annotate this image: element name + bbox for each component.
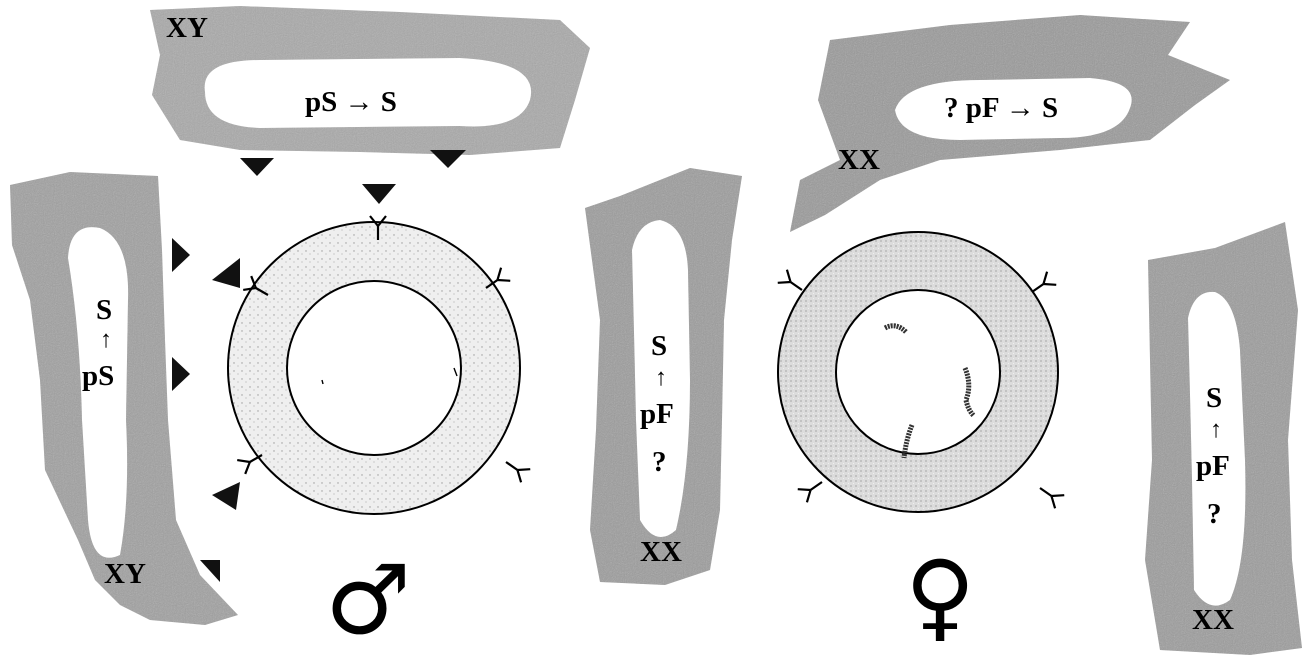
mid-genotype-label: XX bbox=[640, 538, 682, 567]
mid-precursor-label: pF bbox=[640, 400, 674, 429]
male-top-genotype-label: XY bbox=[166, 14, 208, 43]
right-question-label: ? bbox=[1207, 500, 1222, 529]
mid-question-label: ? bbox=[652, 448, 667, 477]
male-left-precursor-label: pS bbox=[82, 362, 114, 391]
ligand-triangle-icon bbox=[212, 482, 240, 510]
right-precursor-label: pF bbox=[1196, 452, 1230, 481]
right-genotype-label: XX bbox=[1192, 606, 1234, 635]
male-left-arrow: ↑ bbox=[100, 328, 112, 352]
receptor-icon bbox=[1035, 481, 1064, 508]
ligand-triangle-icon bbox=[212, 258, 240, 288]
right-tubule bbox=[1145, 222, 1302, 655]
male-left-product-label: S bbox=[96, 296, 112, 325]
male-symbol-icon: ♂ bbox=[325, 552, 411, 648]
female-top-genotype-label: XX bbox=[838, 146, 880, 175]
ligand-triangle-icon bbox=[430, 150, 466, 168]
male-cell bbox=[228, 222, 520, 514]
male-top-tubule bbox=[150, 6, 590, 155]
ligand-triangle-icon bbox=[362, 184, 396, 204]
female-top-conversion-label: ? pF → S bbox=[944, 94, 1058, 123]
right-arrow: ↑ bbox=[1210, 418, 1222, 442]
male-top-conversion-label: pS → S bbox=[305, 88, 397, 117]
male-left-genotype-label: XY bbox=[104, 560, 146, 589]
male-cell-inner bbox=[287, 281, 461, 455]
receptor-icon bbox=[501, 455, 530, 482]
ligand-triangle-icon bbox=[240, 158, 274, 176]
mid-arrow: ↑ bbox=[655, 366, 667, 390]
mid-product-label: S bbox=[651, 332, 667, 361]
female-cell bbox=[778, 232, 1058, 512]
ligand-triangle-icon bbox=[172, 238, 190, 272]
receptor-icon bbox=[798, 475, 827, 502]
ligand-triangle-icon bbox=[172, 357, 190, 391]
female-cell-inner bbox=[836, 290, 1000, 454]
female-symbol-icon: ♀ bbox=[905, 548, 975, 644]
right-product-label: S bbox=[1206, 384, 1222, 413]
